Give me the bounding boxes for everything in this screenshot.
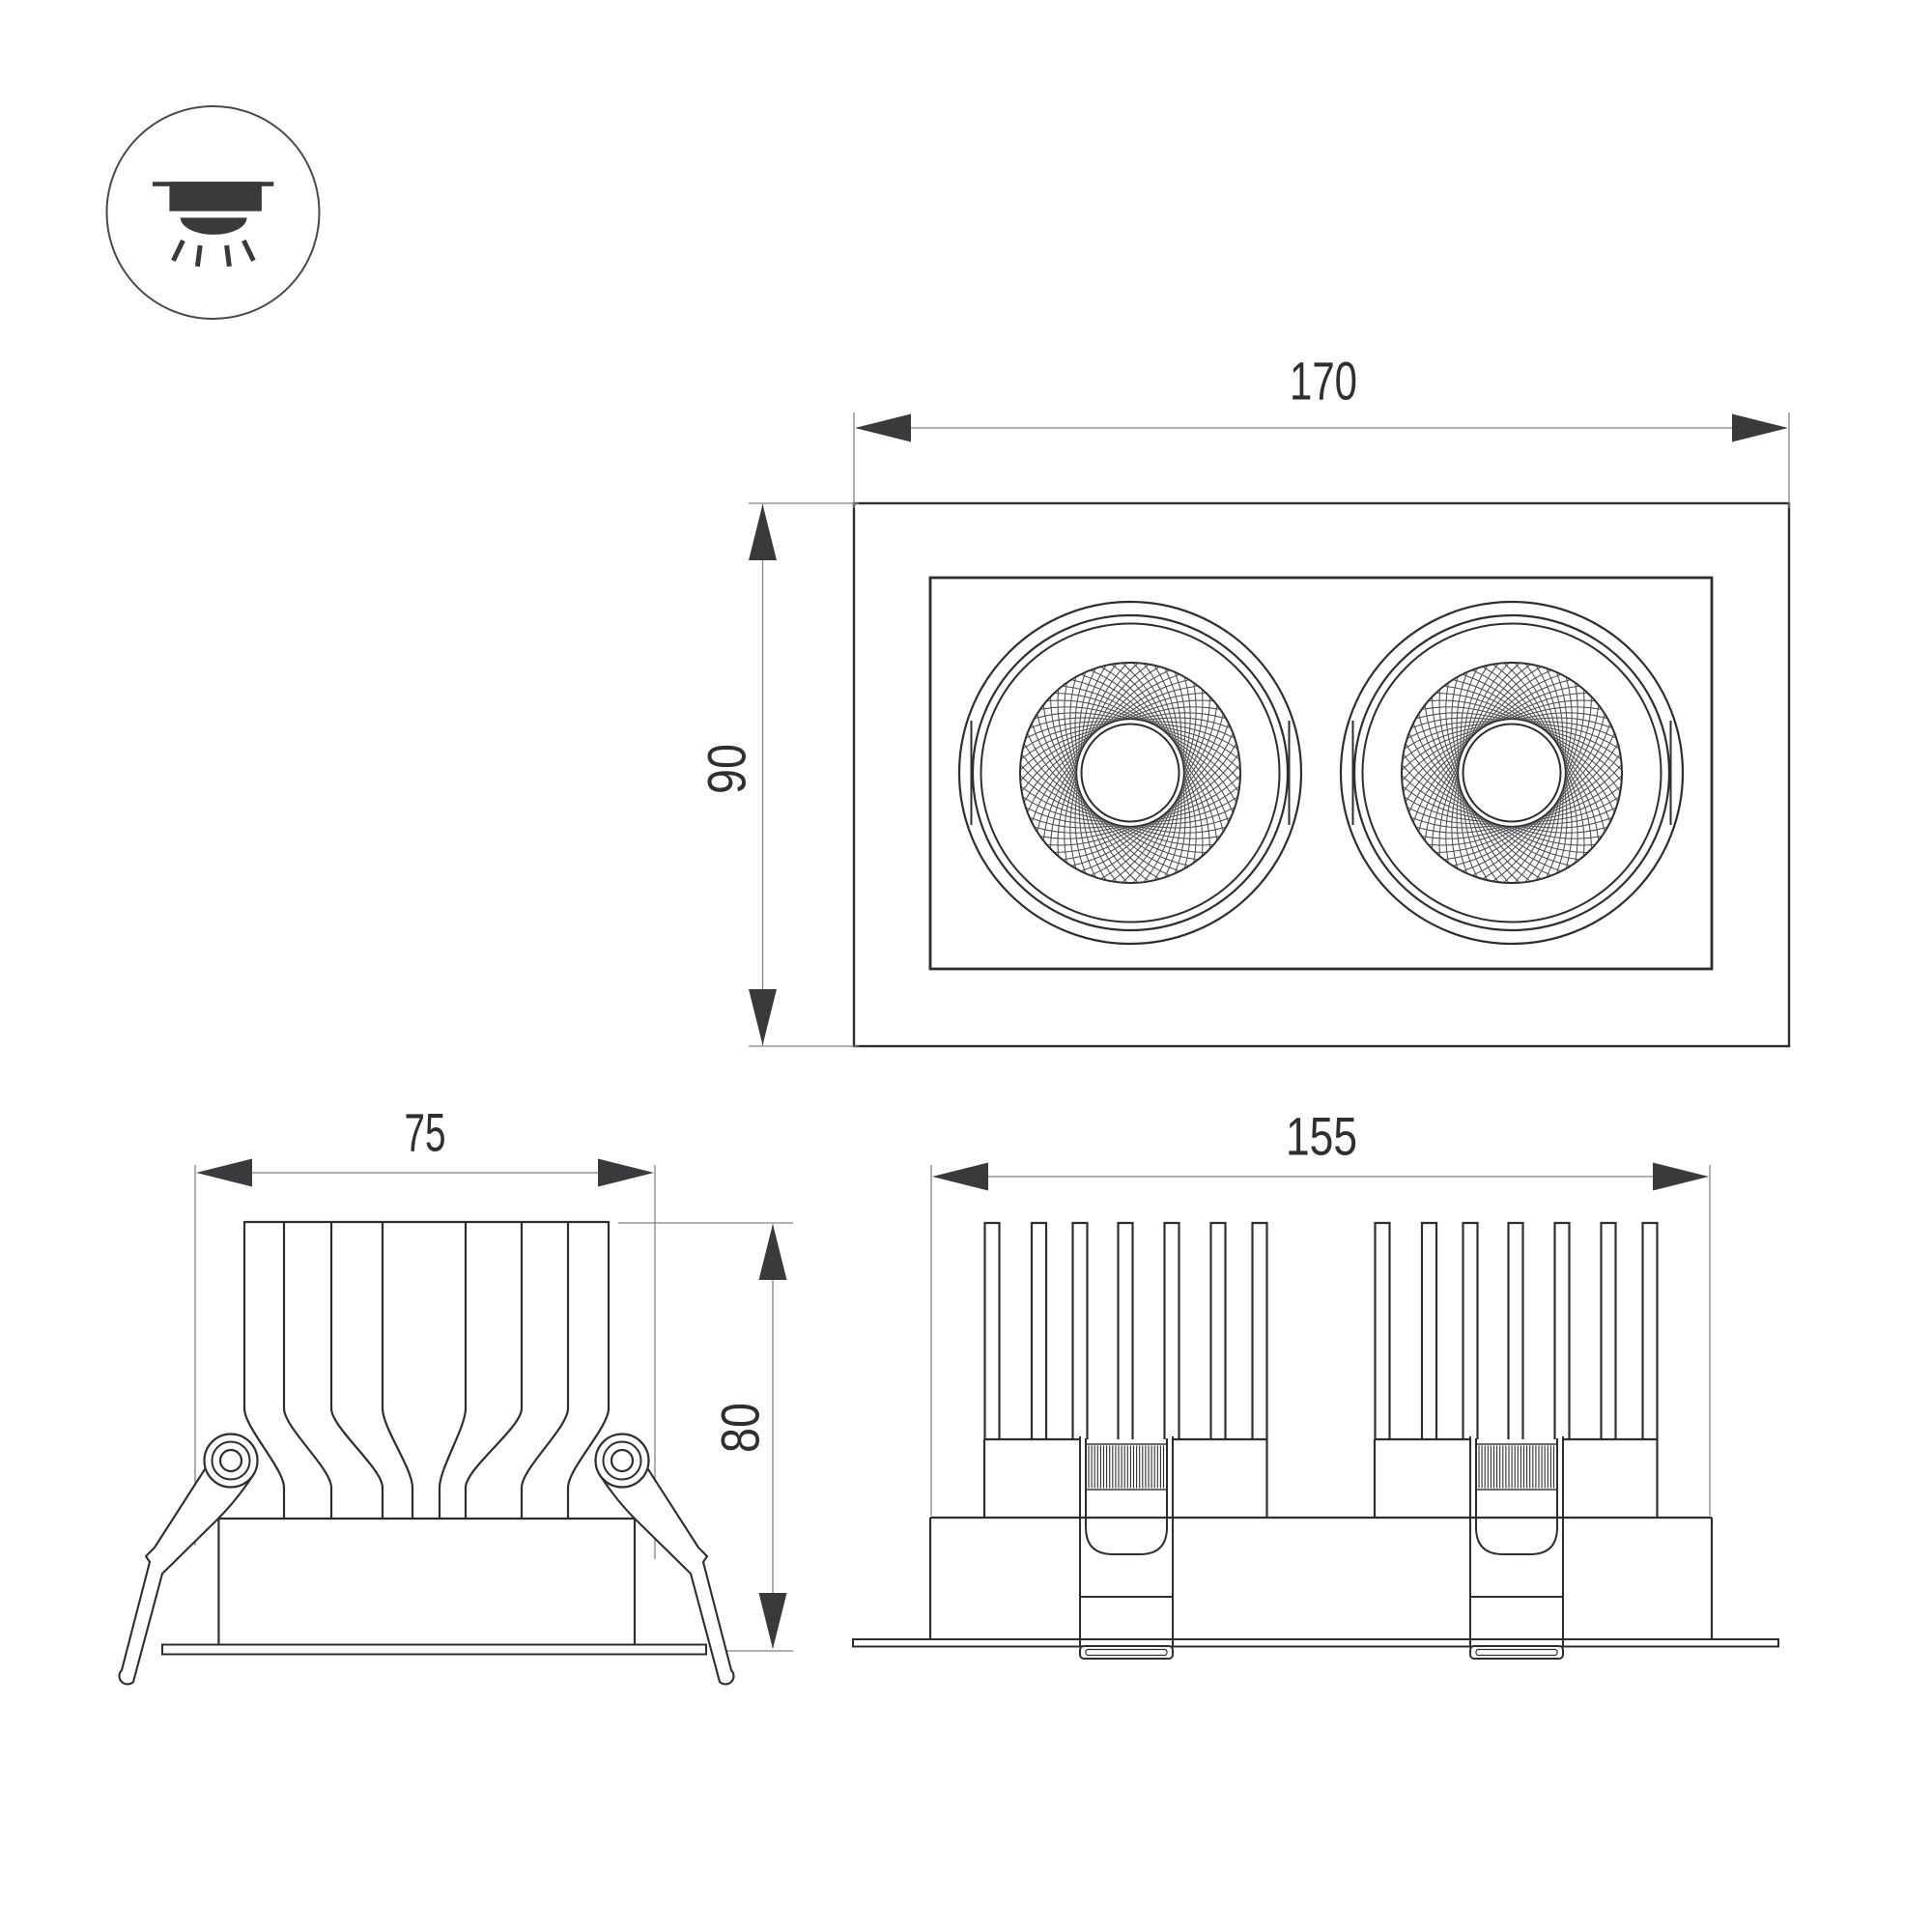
svg-text:75: 75 (405, 1102, 446, 1163)
svg-text:90: 90 (696, 744, 757, 794)
svg-text:155: 155 (1286, 1106, 1357, 1167)
svg-text:80: 80 (710, 1403, 771, 1453)
svg-text:170: 170 (1290, 351, 1357, 412)
